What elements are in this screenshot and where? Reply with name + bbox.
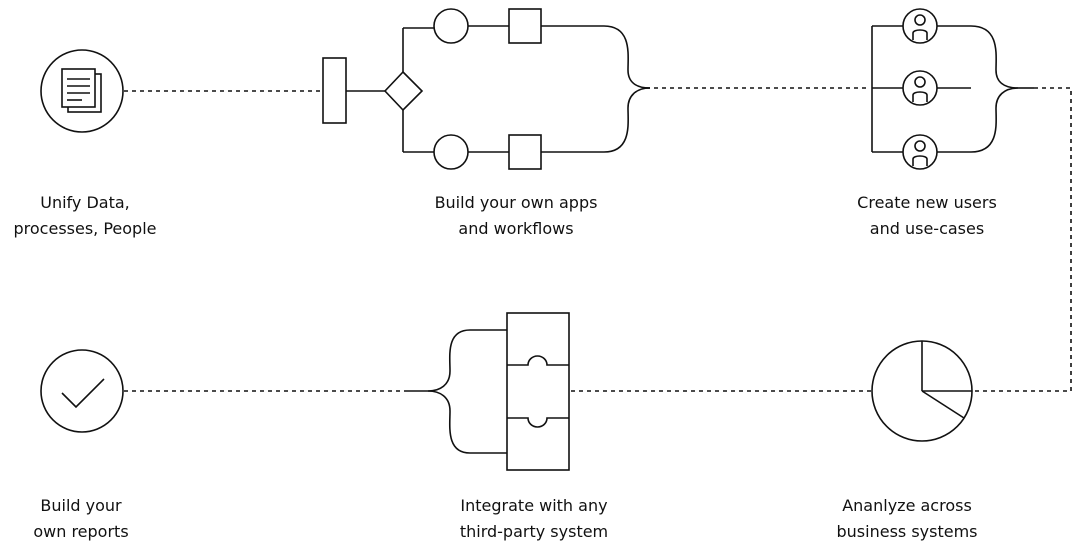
users-icon [871, 8, 1034, 170]
step-label-integrate: Integrate with any third-party system [404, 493, 664, 545]
step-label-line: third-party system [459, 522, 609, 541]
documents-icon [40, 49, 124, 133]
step-label-line: Build your own apps [434, 193, 598, 212]
step-label-unify: Unify Data, processes, People [0, 190, 215, 242]
step-label-create-users: Create new users and use-cases [797, 190, 1057, 242]
step-label-line: Create new users [857, 193, 997, 212]
puzzle-icon [408, 312, 570, 471]
step-label-build-apps: Build your own apps and workflows [386, 190, 646, 242]
step-label-line: Unify Data, [40, 193, 130, 212]
step-label-line: and workflows [458, 219, 574, 238]
step-label-line: own reports [33, 522, 129, 541]
connector-users-to-analyze [972, 87, 1072, 392]
step-label-line: Build your [40, 496, 122, 515]
step-label-line: and use-cases [869, 219, 985, 238]
step-label-line: business systems [836, 522, 978, 541]
step-label-line: Ananlyze across [842, 496, 972, 515]
step-label-analyze: Ananlyze across business systems [777, 493, 1037, 545]
workflow-icon [322, 8, 651, 170]
pie-chart-icon [871, 340, 973, 442]
step-label-line: Integrate with any [460, 496, 608, 515]
step-label-reports: Build your own reports [0, 493, 211, 545]
checkmark-icon [40, 349, 124, 433]
step-label-line: processes, People [13, 219, 157, 238]
